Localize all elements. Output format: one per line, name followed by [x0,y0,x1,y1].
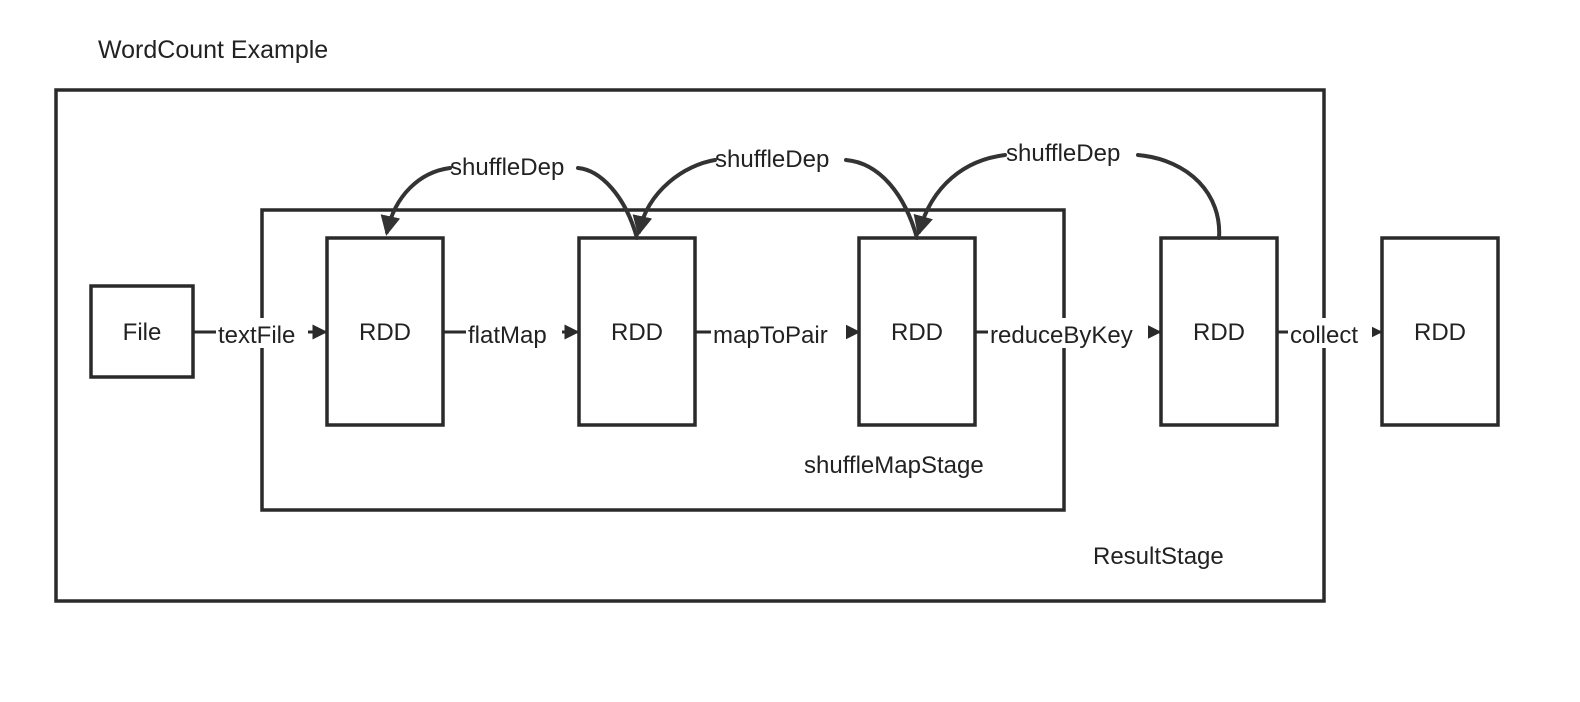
edge-collect: collect [1277,318,1383,349]
result-stage-label: ResultStage [1093,543,1224,570]
node-label-rdd-4: RDD [1193,319,1245,346]
edge-label-collect: collect [1290,322,1358,349]
shuffle-dep-label-1: shuffleDep [450,154,564,181]
node-label-rdd-3: RDD [891,319,943,346]
node-rdd-1: RDD [325,236,445,427]
shuffle-map-stage-label: shuffleMapStage [804,452,984,479]
diagram-title: WordCount Example [98,36,328,64]
shuffle-dep-label-3: shuffleDep [1006,140,1120,167]
edge-textfile: textFile [193,318,328,349]
edge-maptopair: mapToPair [695,318,861,349]
edge-label-textfile: textFile [218,322,295,349]
node-rdd-3: RDD [857,236,977,427]
shuffle-dep-label-2: shuffleDep [715,146,829,173]
node-rdd-4: RDD [1159,236,1279,427]
edge-label-maptopair: mapToPair [713,322,828,349]
node-label-rdd-1: RDD [359,319,411,346]
edge-label-flatmap: flatMap [468,322,547,349]
node-rdd-2: RDD [577,236,697,427]
node-label-rdd-2: RDD [611,319,663,346]
edge-reducebykey: reduceByKey [975,318,1162,349]
shuffle-dep-3: shuffleDep [919,140,1222,238]
shuffle-dep-1: shuffleDep [387,154,639,238]
node-file: File [89,284,195,379]
node-rdd-5: RDD [1380,236,1500,427]
edge-label-reducebykey: reduceByKey [990,322,1133,349]
node-label-file: File [123,319,162,346]
shuffle-map-stage-frame [260,208,1066,512]
edge-flatmap: flatMap [443,318,580,349]
shuffle-dep-2: shuffleDep [639,146,919,238]
node-label-rdd-5: RDD [1414,319,1466,346]
